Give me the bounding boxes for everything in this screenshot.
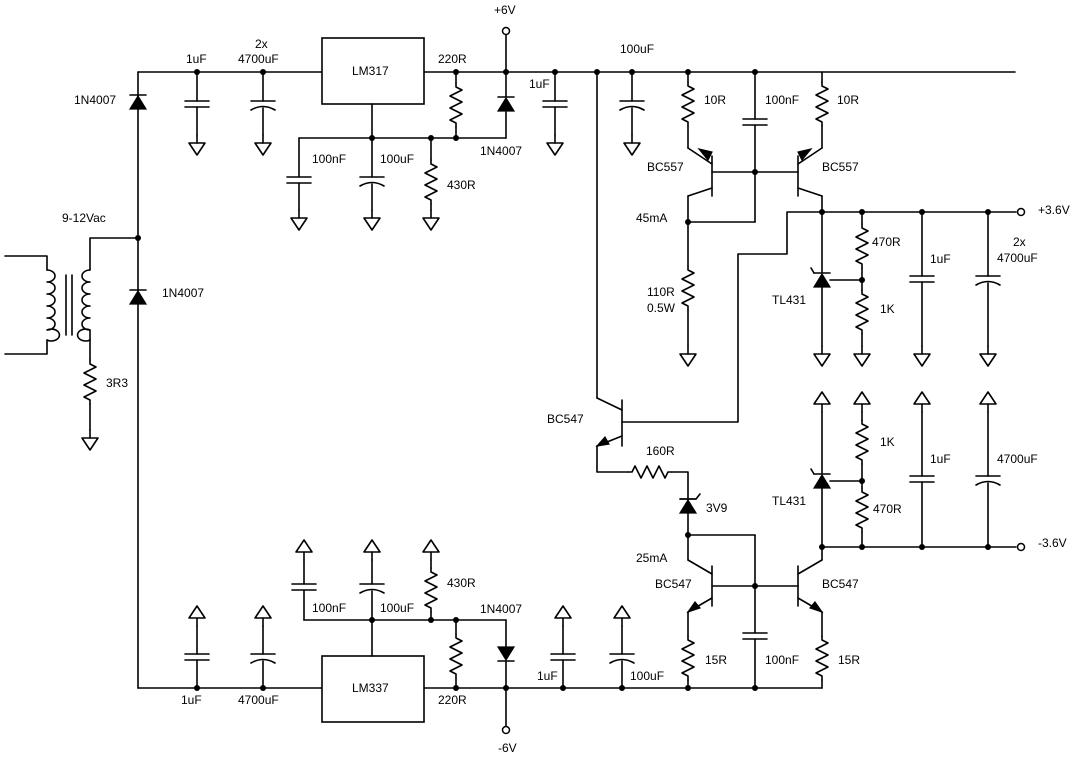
- r-neg-top-label: 220R: [438, 693, 467, 707]
- transformer: [4, 237, 139, 361]
- resistor-15r-right-label: 15R: [838, 653, 860, 667]
- resistor-470r-pos: [855, 223, 869, 269]
- diode-pos-protect-label: 1N4007: [480, 144, 522, 158]
- diode-pos-input-label: 1N4007: [74, 93, 116, 107]
- cap-pos-out1-label: 1uF: [529, 77, 550, 91]
- diode-pos-input: [129, 94, 147, 110]
- cap-neg-in1-label: 1uF: [181, 693, 202, 707]
- cap-neg-adj2-label: 100uF: [380, 601, 414, 615]
- pos-out-label: +3.6V: [1038, 203, 1070, 217]
- resistor-430r-pos: [424, 159, 438, 205]
- resistor-470r-pos-label: 470R: [872, 235, 901, 249]
- cap-neg-out2-label: 100uF: [630, 669, 664, 683]
- resistor-160r: [627, 465, 673, 479]
- resistor-220r-neg: [449, 633, 463, 679]
- pos-6v-label: +6V: [494, 3, 516, 17]
- neg-current-label: 25mA: [636, 551, 667, 565]
- cap-neg-shunt2-label: 4700uF: [997, 452, 1038, 466]
- cap-neg-adj1-label: 100nF: [312, 601, 346, 615]
- transistor-bc557-left-label: BC557: [647, 160, 684, 174]
- cap-neg-shunt1-label: 1uF: [930, 452, 951, 466]
- transformer-label: 9-12Vac: [62, 211, 106, 225]
- svg-text:LM317: LM317: [352, 64, 389, 78]
- resistor-3r3-label: 3R3: [106, 376, 128, 390]
- resistor-220r-pos: [449, 82, 463, 128]
- cap-pos-in2-label-b: 4700uF: [238, 52, 279, 66]
- transistor-bc547-right-label: BC547: [822, 577, 859, 591]
- ic-lm317: LM317: [321, 37, 425, 105]
- cap-pos-in2-label-a: 2x: [255, 37, 268, 51]
- resistor-3r3: [81, 359, 99, 451]
- tl431-pos: [810, 267, 831, 288]
- diode-pos-protect: [497, 96, 515, 112]
- cap-pos-shunt2-label-a: 2x: [1013, 235, 1026, 249]
- cap-pos-shunt1-label: 1uF: [930, 252, 951, 266]
- tl431-neg-label: TL431: [772, 494, 806, 508]
- ic-lm337: LM337: [321, 655, 425, 723]
- resistor-430r-pos-label: 430R: [447, 178, 476, 192]
- neg-out-label: -3.6V: [1038, 536, 1067, 550]
- resistor-430r-neg-label: 430R: [447, 576, 476, 590]
- transistor-bc547-right: [797, 559, 824, 614]
- cap-neg-out1-label: 1uF: [537, 669, 558, 683]
- cap-pos-cs-label: 100nF: [765, 93, 799, 107]
- transistor-bc547-mid-label: BC547: [547, 412, 584, 426]
- tl431-neg: [810, 468, 831, 489]
- resistor-110r-label-b: 0.5W: [647, 301, 676, 315]
- transistor-bc557-right-label: BC557: [822, 160, 859, 174]
- cap-pos-shunt2-label-b: 4700uF: [997, 251, 1038, 265]
- svg-text:LM337: LM337: [352, 681, 389, 695]
- neg-6v-label: -6V: [498, 741, 517, 755]
- resistor-10r-right: [815, 81, 829, 127]
- resistor-15r-left-label: 15R: [705, 653, 727, 667]
- resistor-10r-right-label: 10R: [837, 93, 859, 107]
- cap-pos-adj2-label: 100uF: [380, 152, 414, 166]
- diode-neg-input: [129, 289, 147, 305]
- diode-neg-protect-label: 1N4007: [480, 602, 522, 616]
- zener-3v9: [679, 493, 701, 514]
- transistor-bc547-left-label: BC547: [655, 577, 692, 591]
- diode-neg-input-label: 1N4007: [162, 286, 204, 300]
- resistor-15r-left: [681, 635, 695, 681]
- cap-neg-in2-label: 4700uF: [238, 693, 279, 707]
- resistor-1k-neg: [855, 419, 869, 465]
- r-pos-top-label: 220R: [438, 52, 467, 66]
- resistor-1k-neg-label: 1K: [880, 435, 895, 449]
- resistor-1k-pos-label: 1K: [880, 302, 895, 316]
- resistor-10r-left-label: 10R: [704, 93, 726, 107]
- cap-pos-out2-label: 100uF: [620, 42, 654, 56]
- zener-3v9-label: 3V9: [706, 501, 728, 515]
- transistor-bc557-left: [687, 147, 713, 197]
- resistor-470r-neg-label: 470R: [873, 502, 902, 516]
- transistor-bc557-right: [797, 147, 823, 197]
- resistor-160r-label: 160R: [646, 444, 675, 458]
- resistor-110r: [681, 265, 695, 311]
- resistor-1k-pos: [855, 289, 869, 335]
- resistor-470r-neg: [855, 487, 869, 533]
- resistor-430r-neg: [424, 567, 438, 613]
- cap-pos-in1-label: 1uF: [186, 52, 207, 66]
- resistor-110r-label-a: 110R: [647, 285, 675, 299]
- resistor-10r-left: [681, 81, 695, 127]
- diode-neg-protect: [497, 646, 515, 662]
- transistor-bc547-mid: [595, 397, 623, 447]
- cap-neg-cs-label: 100nF: [765, 653, 799, 667]
- resistor-15r-right: [815, 635, 829, 681]
- cap-pos-adj1-label: 100nF: [312, 152, 346, 166]
- tl431-pos-label: TL431: [772, 293, 806, 307]
- pos-current-label: 45mA: [636, 211, 667, 225]
